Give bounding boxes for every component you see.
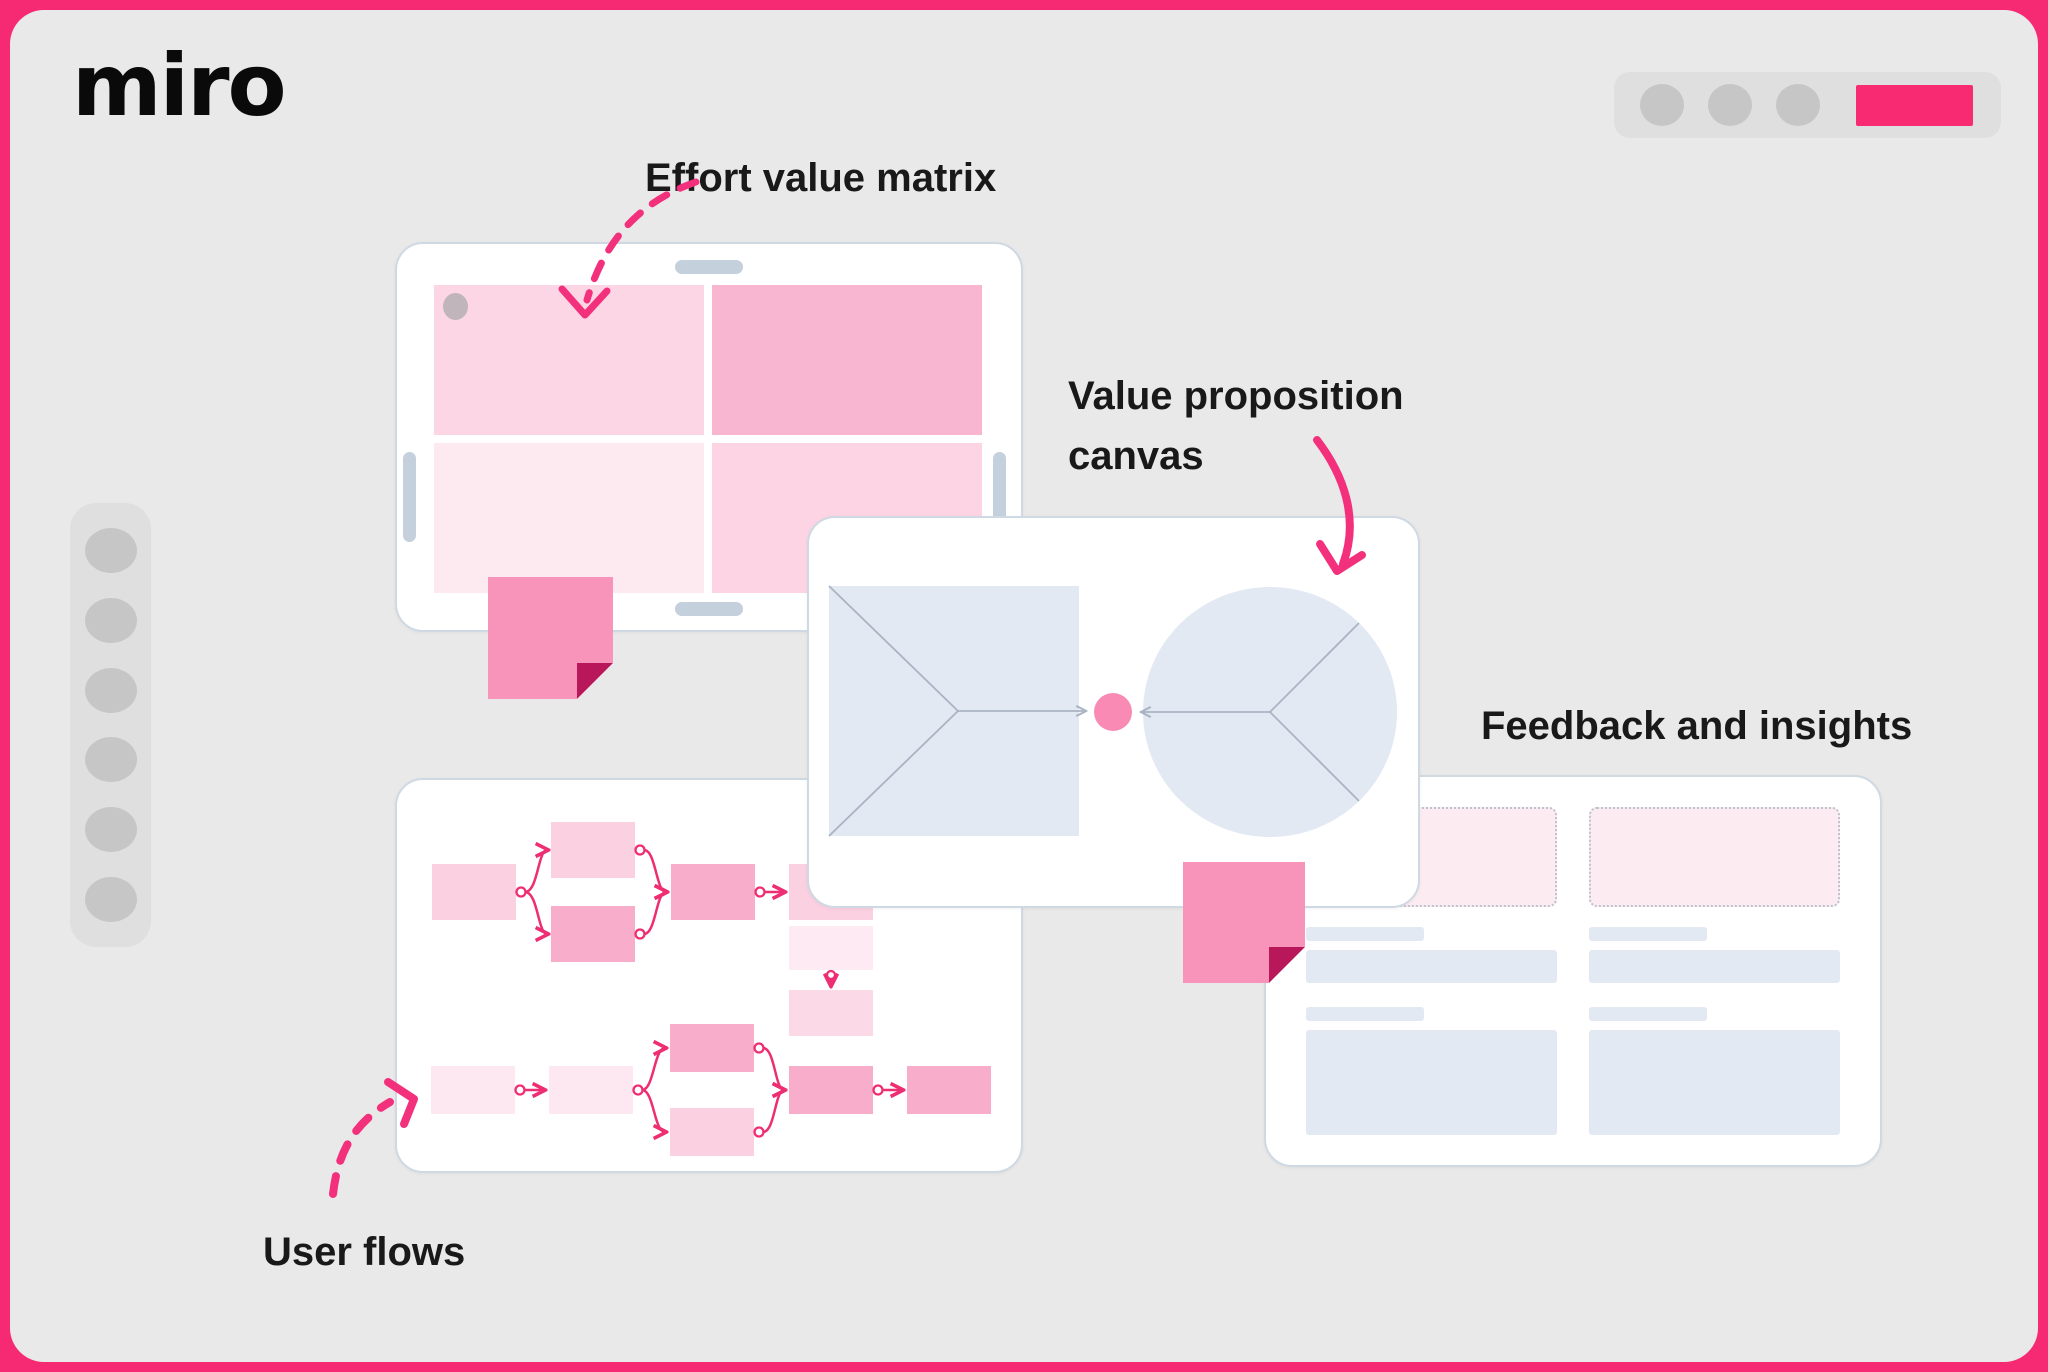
feedback-column [1589,807,1840,1136]
annotation-effort-value-matrix: Effort value matrix [645,156,997,200]
text-line-placeholder [1306,927,1424,941]
tool-circle-button[interactable] [84,877,137,923]
flow-box[interactable] [789,926,873,970]
matrix-quadrant-top-left [434,285,704,435]
gray-dot-marker [443,293,468,320]
effort-value-matrix-card[interactable] [395,242,1023,632]
square-divider-lines [828,585,1085,837]
matrix-quadrant-bottom-left [434,443,704,593]
sticky-note[interactable] [488,577,613,699]
text-block-placeholder [1306,949,1557,984]
left-toolbar [70,503,151,947]
text-line-placeholder [1306,1007,1424,1021]
flow-connectors [524,850,831,985]
tool-circle-button[interactable] [84,527,137,573]
toolbar-circle-button[interactable] [1640,84,1684,126]
drag-handle-top[interactable] [675,260,743,274]
content-block-placeholder [1589,1029,1840,1136]
dotted-placeholder-box [1589,807,1840,908]
text-line-placeholder [1589,927,1707,941]
drag-handle-left[interactable] [403,452,416,542]
annotation-user-flows: User flows [263,1230,466,1274]
toolbar-action-button[interactable] [1856,84,1973,126]
annotation-feedback-and-insights: Feedback and insights [1481,704,1913,748]
drag-handle-bottom[interactable] [675,602,743,616]
circle-divider-lines [1142,622,1360,802]
text-block-placeholder [1589,949,1840,984]
flow-box[interactable] [432,864,516,920]
user-flows-card[interactable] [395,778,1023,1173]
value-proposition-diagram [828,585,1397,837]
top-toolbar [1614,72,2001,138]
flow-box[interactable] [431,1066,515,1114]
value-proposition-canvas-card[interactable] [807,516,1420,908]
flow-box[interactable] [789,1066,873,1114]
toolbar-circle-button[interactable] [1708,84,1752,126]
connector-origin-dots [514,1042,884,1138]
content-block-placeholder [1306,1029,1557,1136]
flow-box[interactable] [549,1066,633,1114]
miro-logo: miro [72,36,287,136]
whiteboard-canvas: miro [10,10,2038,1362]
flow-box[interactable] [907,1066,991,1114]
text-line-placeholder [1589,1007,1707,1021]
feedback-insights-card[interactable] [1264,775,1882,1167]
flow-box[interactable] [671,864,755,920]
connector-origin-dots [515,844,837,981]
tool-circle-button[interactable] [84,597,137,643]
flow-box[interactable] [551,822,635,878]
center-pink-dot [1094,693,1132,731]
tool-circle-button[interactable] [84,807,137,853]
tool-circle-button[interactable] [84,737,137,783]
sticky-note[interactable] [1183,862,1305,983]
flow-box[interactable] [789,990,873,1036]
flow-box[interactable] [551,906,635,962]
flow-box[interactable] [670,1024,754,1072]
sticky-note-fold [577,663,613,699]
tool-circle-button[interactable] [84,667,137,713]
annotation-value-proposition-canvas: Value proposition canvas [1068,374,1404,478]
toolbar-circle-button[interactable] [1776,84,1820,126]
flow-connectors [524,1048,902,1132]
matrix-quadrant-top-right [712,285,982,435]
flow-box[interactable] [670,1108,754,1156]
